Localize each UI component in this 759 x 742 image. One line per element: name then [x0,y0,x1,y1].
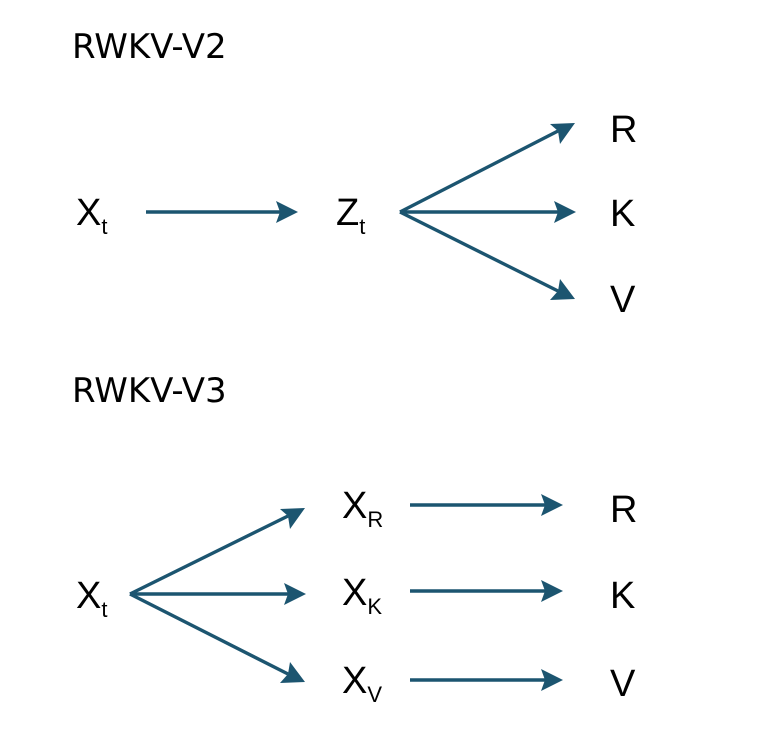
v2-hidden-sub: t [359,214,365,239]
v2-output-k: K [610,193,635,235]
v3-arrow-input-to-mix-v [129,592,305,683]
v2-title: RWKV-V2 [72,27,227,67]
v3-arrow-mix-r-to-r [410,494,563,516]
v3-arrow-input-to-mix-r [129,508,305,596]
v3-input-sub: t [101,597,107,622]
v2-arrow-hidden-to-v [399,210,575,300]
v3-mix-v-node: XV [342,660,382,707]
v3-arrow-mix-k-to-k [410,580,563,602]
v3-mix-r-sub: R [367,507,383,532]
v3-mix-v-sub: V [367,682,382,707]
v2-section: RWKV-V2 Xt Zt R K V [72,27,637,321]
v3-section: RWKV-V3 Xt XR XK XV R K V [72,371,637,707]
v3-arrow-mix-v-to-v [410,669,563,691]
v3-arrow-input-to-mix-k [130,583,306,605]
v2-input-node: Xt [76,192,107,239]
v2-input-sub: t [101,214,107,239]
v3-title: RWKV-V3 [72,371,227,411]
v2-output-r: R [610,109,637,151]
v3-mix-k-node: XK [342,572,382,619]
v3-mix-k-base: X [342,572,367,614]
v3-input-base: X [76,575,101,617]
v3-mix-k-sub: K [367,594,382,619]
v2-arrow-hidden-to-k [400,201,576,223]
v2-hidden-node: Zt [336,192,365,239]
v2-hidden-base: Z [336,192,359,234]
v2-arrow-hidden-to-r [399,123,575,214]
v2-output-v: V [610,279,636,321]
v3-output-r: R [610,489,637,531]
v2-arrow-input-to-hidden [146,201,298,223]
v3-mix-r-base: X [342,485,367,527]
v3-output-k: K [610,575,635,617]
v3-output-v: V [610,663,636,705]
v2-input-base: X [76,192,101,234]
v3-input-node: Xt [76,575,107,622]
v3-mix-r-node: XR [342,485,383,532]
v3-mix-v-base: X [342,660,367,702]
